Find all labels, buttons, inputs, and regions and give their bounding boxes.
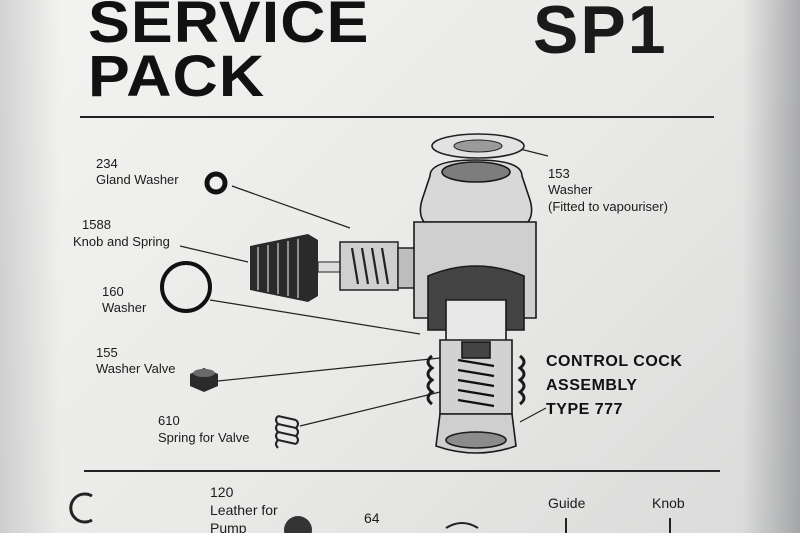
part-160-number: 160: [102, 284, 124, 299]
valve-spring-part: [275, 415, 299, 449]
washer-160-part: [160, 261, 212, 313]
title-line-1: SERVICE: [88, 0, 370, 55]
washer-153-part: [431, 133, 525, 159]
part-1588-number: 1588: [82, 217, 111, 232]
pump-leather-part: [284, 516, 312, 533]
part-234-number: 234: [96, 156, 118, 171]
part-234-name: Gland Washer: [96, 172, 179, 187]
part-153-number: 153: [548, 166, 570, 181]
part-120-line-2: Pump: [210, 520, 247, 533]
assembly-line-2: ASSEMBLY: [546, 377, 638, 394]
package-shadow-left: [0, 0, 60, 533]
part-120-number: 120: [210, 484, 234, 500]
part-64-shape: [445, 522, 479, 529]
knob-label: Knob: [652, 495, 685, 511]
package-shadow-right: [742, 0, 800, 533]
assembly-line-1: CONTROL COCK: [546, 353, 683, 370]
part-122-icon: [69, 492, 93, 524]
control-cock-body: [413, 159, 537, 454]
pack-code: SP1: [533, 0, 668, 68]
part-153-note: (Fitted to vapouriser): [548, 199, 668, 214]
gland-washer-part: [204, 171, 228, 195]
bottom-parts: [69, 492, 671, 533]
part-155-name: Washer Valve: [96, 361, 176, 376]
assembly-line-3: TYPE 777: [546, 401, 623, 418]
bottom-divider: [84, 470, 720, 472]
part-120-line-1: Leather for: [210, 502, 278, 518]
part-610-number: 610: [158, 413, 180, 428]
part-155-number: 155: [96, 345, 118, 360]
top-divider: [80, 116, 714, 118]
knob-and-spring-part: [250, 234, 421, 302]
part-153-name: Washer: [548, 182, 593, 197]
title-line-2: PACK: [88, 44, 266, 109]
part-1588-name: Knob and Spring: [73, 234, 170, 249]
part-610-name: Spring for Valve: [158, 430, 250, 445]
guide-label: Guide: [548, 495, 586, 511]
part-160-name: Washer: [102, 300, 147, 315]
washer-valve-part: [190, 368, 218, 392]
leader-lines: [179, 143, 549, 427]
part-64-number: 64: [364, 510, 380, 526]
